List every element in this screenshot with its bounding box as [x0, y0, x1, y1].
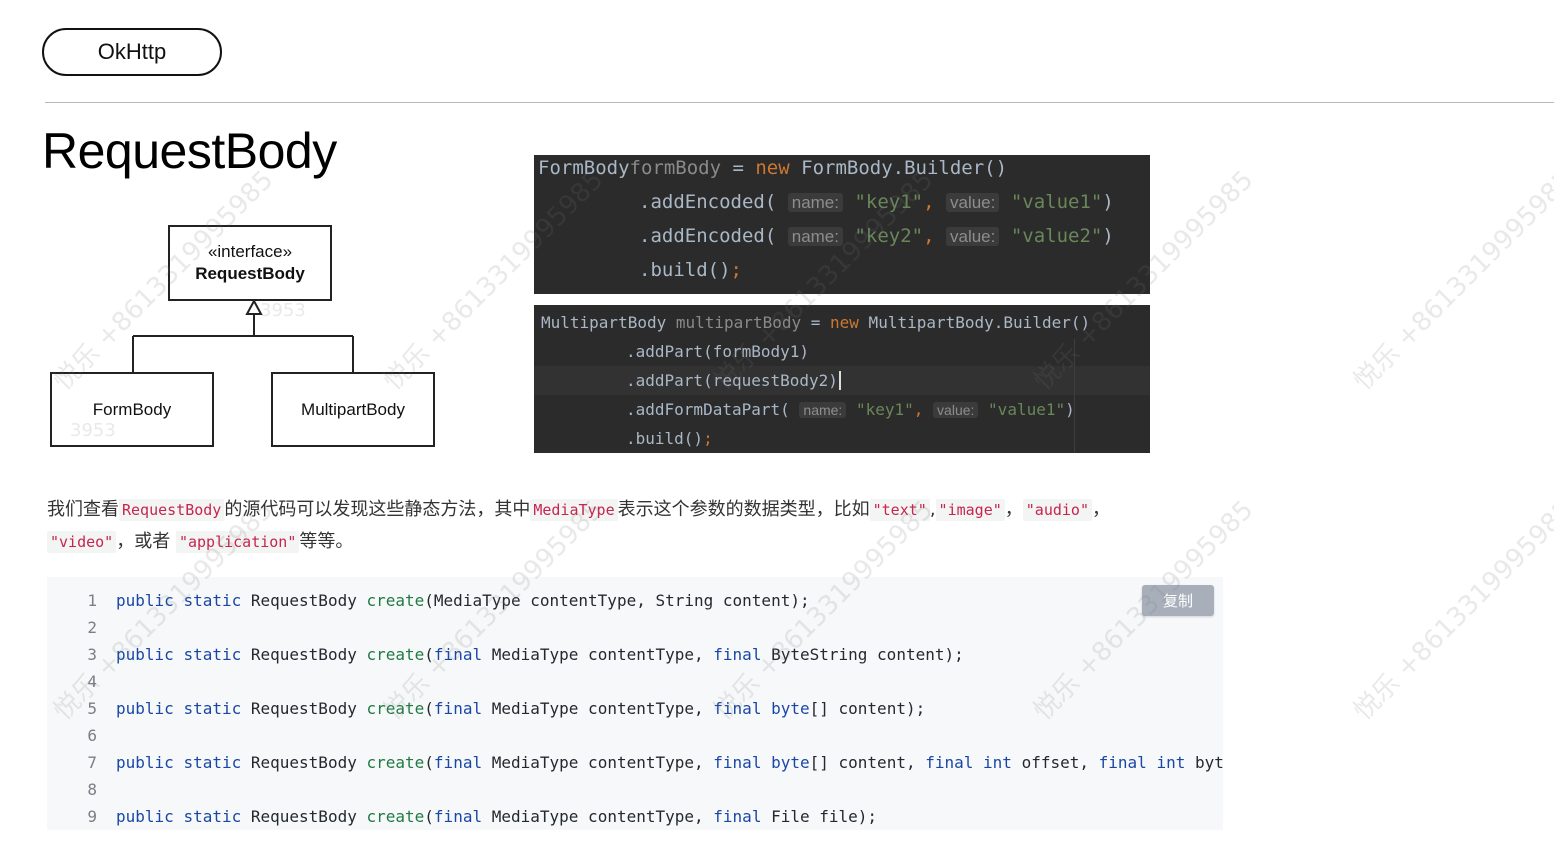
code-line: .build();: [626, 429, 713, 448]
current-line-highlight: [534, 366, 1150, 395]
inline-code: "video": [47, 531, 117, 553]
uml-class-label: FormBody: [92, 399, 172, 419]
copy-button[interactable]: 复制: [1142, 585, 1214, 616]
inline-code: RequestBody: [119, 499, 225, 521]
code-line: .addEncoded( name: "key2", value: "value…: [639, 225, 1114, 247]
line-number: 9: [87, 807, 97, 826]
code-line: .addPart(requestBody2): [626, 371, 841, 390]
inline-code: "image": [935, 499, 1005, 521]
inline-code: "audio": [1022, 499, 1092, 521]
uml-stereotype: «interface»: [207, 242, 293, 261]
code-line: .addPart(formBody1): [626, 342, 810, 361]
uml-interface-box: «interface» RequestBody: [168, 225, 332, 301]
line-number: 3: [87, 645, 97, 664]
uml-class-multipartbody: MultipartBody: [271, 372, 435, 447]
page-title: RequestBody: [42, 123, 337, 179]
code-line: FormBodyformBody = new FormBody.Builder(…: [538, 157, 1008, 179]
uml-interface-name: RequestBody: [195, 264, 305, 283]
code-line: MultipartBody multipartBody = new Multip…: [541, 313, 1091, 332]
code-row: 8: [47, 776, 1223, 803]
formbody-code-screenshot: FormBodyformBody = new FormBody.Builder(…: [534, 155, 1150, 294]
line-number: 2: [87, 618, 97, 637]
inline-code: "application": [175, 531, 300, 553]
watermark: 悦乐 +8613319995985: [1348, 164, 1554, 397]
code-row: 2: [47, 614, 1223, 641]
line-number: 6: [87, 726, 97, 745]
code-row: 4: [47, 668, 1223, 695]
header-divider: [45, 102, 1554, 103]
line-number: 7: [87, 753, 97, 772]
code-line: .build();: [639, 259, 742, 281]
line-number: 4: [87, 672, 97, 691]
multipartbody-code-screenshot: MultipartBody multipartBody = new Multip…: [534, 305, 1150, 453]
line-number: 5: [87, 699, 97, 718]
okhttp-pill-button[interactable]: OkHttp: [42, 28, 222, 76]
indent-guide: [1074, 339, 1075, 453]
code-row: 6: [47, 722, 1223, 749]
code-line: .addFormDataPart( name: "key1", value: "…: [626, 400, 1075, 419]
code-line: .addEncoded( name: "key1", value: "value…: [639, 191, 1114, 213]
text-cursor: [838, 371, 841, 390]
uml-class-formbody: FormBody: [50, 372, 214, 447]
watermark: 悦乐 +8613319995985: [1348, 494, 1554, 727]
uml-class-label: MultipartBody: [301, 399, 405, 419]
line-number: 8: [87, 780, 97, 799]
uml-connectors: [132, 298, 354, 372]
inline-code: MediaType: [530, 499, 618, 521]
inline-code: "text": [869, 499, 930, 521]
line-number: 1: [87, 591, 97, 610]
